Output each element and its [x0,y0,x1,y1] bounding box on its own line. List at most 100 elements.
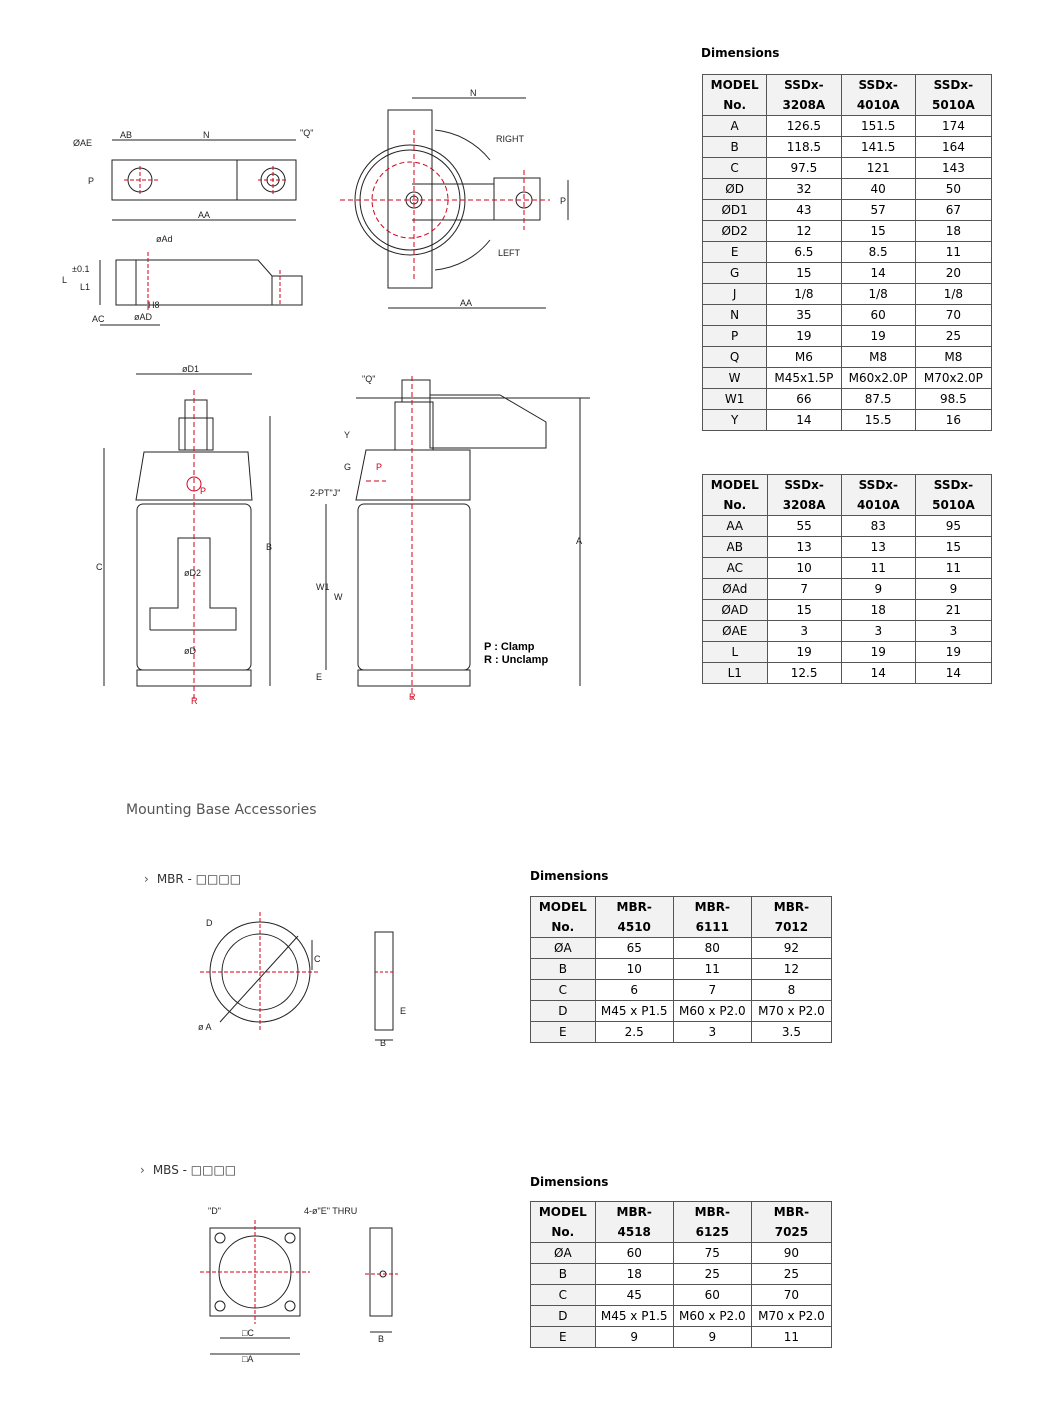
table-cell: M60x2.0P [840,367,916,389]
table-row-label: ØD1 [701,199,768,221]
table-cell: M70 x P2.0 [750,1305,833,1327]
table-cell: 25 [914,325,993,347]
table-cell: 12.5 [766,662,842,684]
table-cell: 1/8 [914,283,993,305]
table-cell: 32 [766,178,842,200]
table-cell: 35 [766,304,842,326]
table-cell: 3.5 [750,1021,833,1043]
label-g: G [344,462,351,472]
table-cell: 151.5 [840,115,916,137]
table-header-cell: MBR-7012 [750,896,833,938]
table-cell: 14 [840,262,916,284]
table-cell: 14 [840,662,916,684]
label-ae: ØAE [73,138,92,148]
mbs-label-b: B [378,1334,384,1344]
table-header-cell: SSDx-5010A [914,74,993,116]
table-cell: 143 [914,157,993,179]
table-cell: 66 [766,388,842,410]
label-l1: L1 [80,282,90,292]
label-p-rot: P [560,196,566,206]
table-cell: 19 [766,325,842,347]
table-cell: 118.5 [766,136,842,158]
table-cell: 13 [766,536,842,558]
table-cell: 12 [766,220,842,242]
ssd-technical-drawing: ØAE AB N "Q" P AA øAd L L1 ±0.1 AC H8 øA… [62,88,590,706]
mbr-drawing: D C ø A E B [198,912,406,1048]
label-h8: H8 [148,300,160,310]
label-p: P [88,176,94,186]
table-cell: 75 [672,1242,752,1264]
table-row-label: C [701,157,768,179]
table-cell: M8 [840,346,916,368]
table-cell: 18 [914,220,993,242]
table-row-label: AB [702,536,768,558]
label-p-red-side: P [376,462,382,472]
mbr-label: MBR - □□□□ [156,872,242,886]
table-row-label: J [701,283,768,305]
table-cell: 95 [914,515,993,537]
mbr-label-b: B [380,1038,386,1048]
table-cell: 2.5 [594,1021,674,1043]
mbs-label-d: "D" [208,1206,221,1216]
table-cell: 1/8 [766,283,842,305]
table-header-cell: SSDx-5010A [914,474,993,516]
label-ad-small: øAd [156,234,173,244]
table-row-label: C [530,1284,596,1306]
table-cell: 40 [840,178,916,200]
table-cell: 15 [766,599,842,621]
table-cell: 14 [914,662,993,684]
label-ac: AC [92,314,105,324]
label-right: RIGHT [496,134,525,144]
table-cell: 3 [914,620,993,642]
table-cell: 70 [914,304,993,326]
label-y: Y [344,430,350,440]
table-row-label: N [701,304,768,326]
table-cell: 7 [672,979,752,1001]
table-cell: 65 [594,937,674,959]
arm-side-view [99,259,303,326]
clamp-front-view [103,373,271,687]
label-l: L [62,275,67,285]
label-n-rot: N [470,88,477,98]
table-row-label: Y [701,409,768,431]
table-row-label: B [530,1263,596,1285]
table-row-label: ØAd [702,578,768,600]
label-left: LEFT [498,248,521,258]
legend-unclamp: R : Unclamp [484,654,548,666]
chevron-right-icon: › [144,872,149,886]
table-cell: 80 [672,937,752,959]
table-row-label: D [530,1000,596,1022]
label-tol: ±0.1 [72,264,89,274]
table-cell: 15.5 [840,409,916,431]
table-cell: M8 [914,346,993,368]
table-cell: 14 [766,409,842,431]
label-n: N [203,130,210,140]
table-cell: 10 [766,557,842,579]
table-cell: 1/8 [840,283,916,305]
label-b: B [266,542,272,552]
table-header-cell: MBR-4510 [594,896,674,938]
table-cell: 7 [766,578,842,600]
clamp-side-view [325,379,590,687]
table-header-cell: SSDx-3208A [766,474,842,516]
